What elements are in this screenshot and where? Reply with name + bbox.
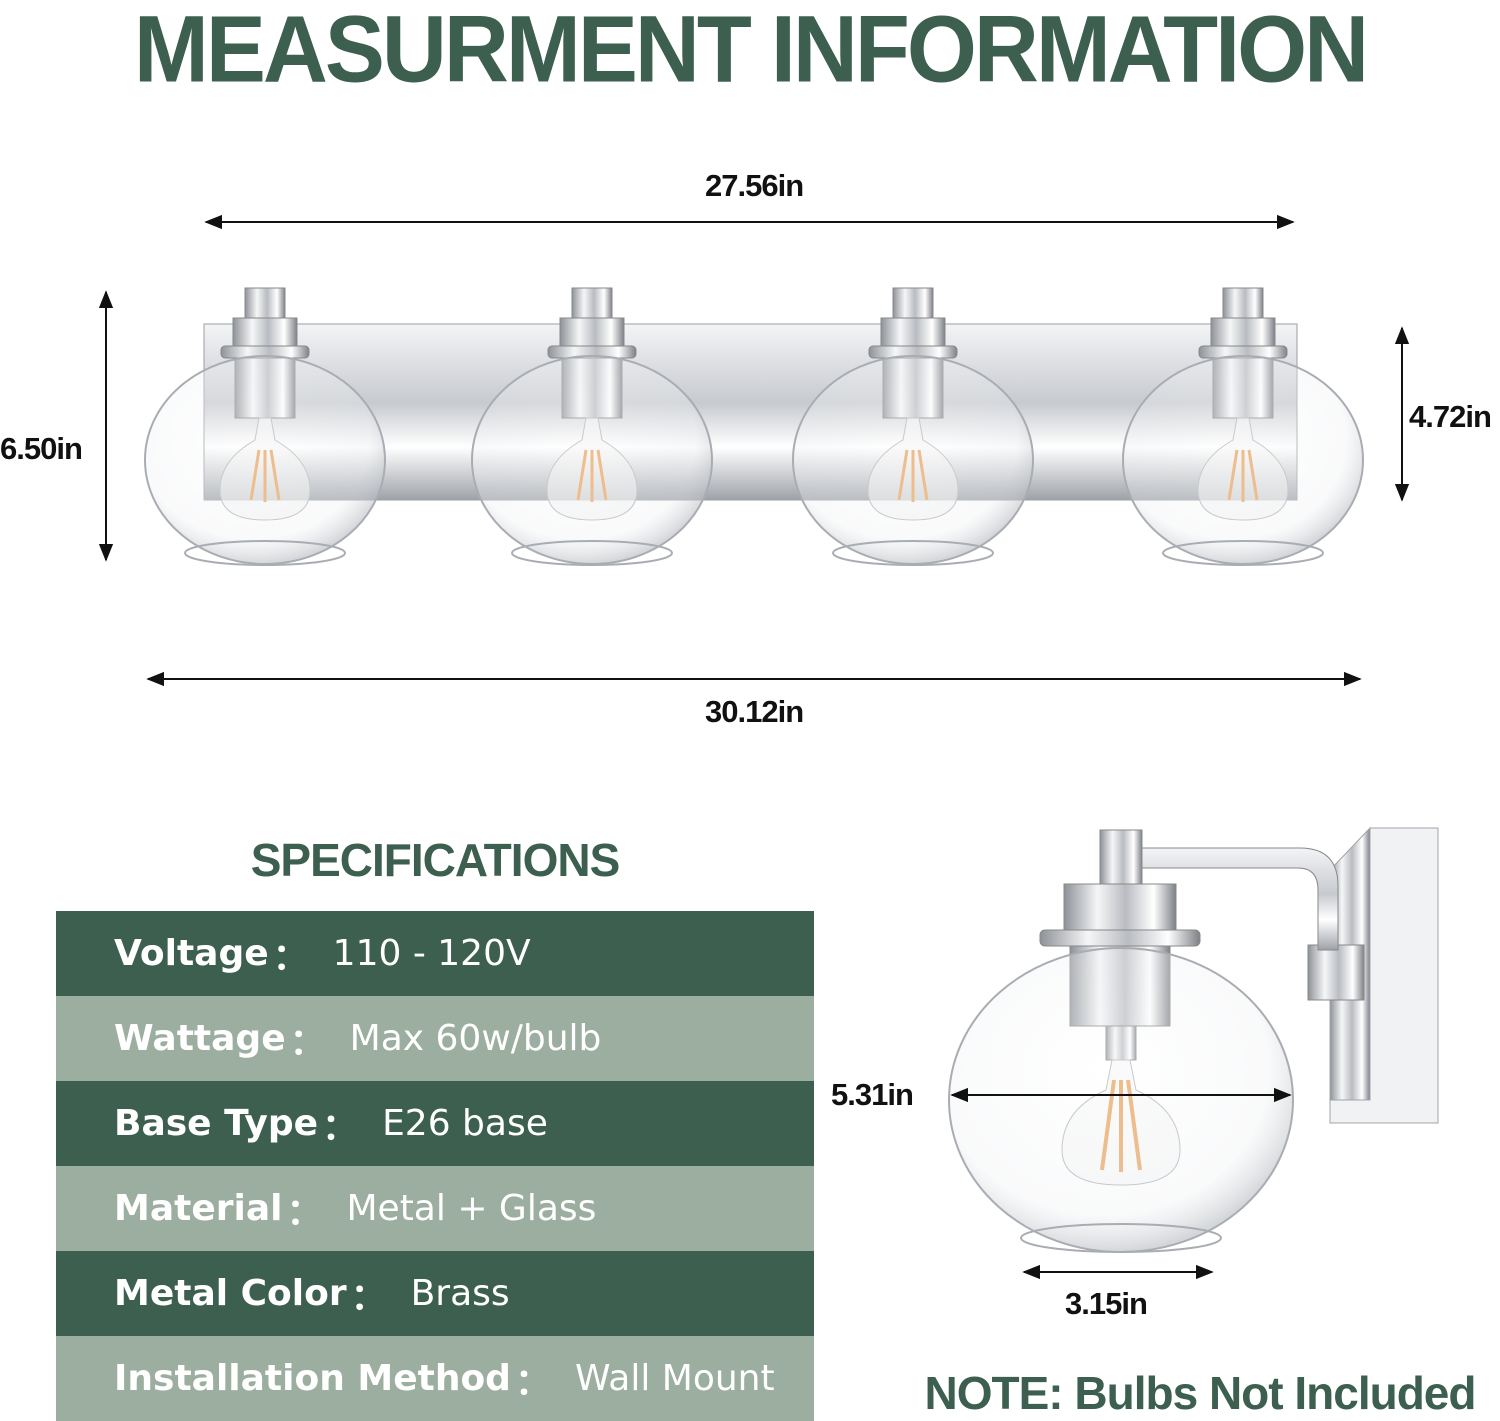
spec-value: Metal + Glass [346,1188,597,1229]
page-title: MEASURMENT INFORMATION [133,0,1369,103]
spec-separator: ： [289,1021,326,1063]
specifications-heading: SPECIFICATIONS [250,834,621,886]
bulbs-note: NOTE: Bulbs Not Included [924,1367,1477,1419]
specifications-table: Voltage：110 - 120V Wattage：Max 60w/bulb … [56,911,814,1421]
spec-separator: ： [272,936,309,978]
fixture-1 [144,287,386,566]
spec-value: Wall Mount [574,1358,775,1399]
spec-separator: ： [350,1276,387,1318]
spec-label: Material [114,1188,283,1229]
spec-label: Voltage [114,933,269,974]
globe-width-label: 5.31in [831,1077,914,1112]
backplate-height-label: 4.72in [1409,399,1492,434]
total-height-label: 6.50in [0,431,83,466]
fixture-2 [471,287,713,566]
spec-value: 110 - 120V [332,933,531,974]
top-width-label: 27.56in [705,168,804,203]
backplate [203,323,1298,501]
spec-label: Wattage [114,1018,286,1059]
spec-value: Brass [410,1273,510,1314]
spec-row-voltage: Voltage： 110 - 120V [56,911,814,996]
spec-separator: ： [286,1191,323,1233]
spec-value: Max 60w/bulb [349,1018,602,1059]
spec-label: Metal Color [114,1273,347,1314]
spec-row-base-type: Base Type： E26 base [56,1081,814,1166]
globe-opening-label: 3.15in [1065,1286,1148,1321]
spec-row-installation-method: Installation Method： Wall Mount [56,1336,814,1421]
fixture-4 [1122,287,1364,566]
spec-separator: ： [322,1106,359,1148]
single-sconce-side-view [948,826,1439,1253]
spec-row-wattage: Wattage： Max 60w/bulb [56,996,814,1081]
spec-row-material: Material： Metal + Glass [56,1166,814,1251]
spec-label: Installation Method [114,1358,511,1399]
spec-separator: ： [514,1361,551,1403]
bottom-width-label: 30.12in [705,694,804,729]
spec-row-metal-color: Metal Color： Brass [56,1251,814,1336]
spec-value: E26 base [382,1103,548,1144]
fixture-3 [792,287,1034,566]
spec-label: Base Type [114,1103,319,1144]
